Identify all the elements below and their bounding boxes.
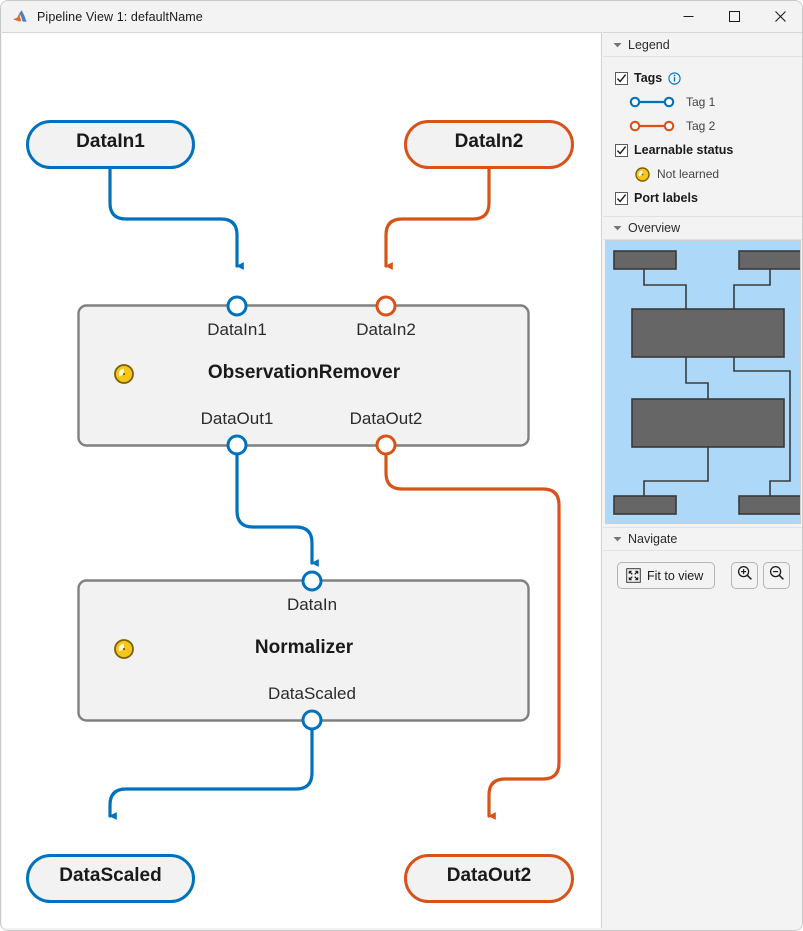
- overview-graph: [613, 250, 800, 515]
- node-dataout2-output[interactable]: [404, 854, 574, 903]
- info-icon[interactable]: [668, 71, 681, 85]
- tag2-label: Tag 2: [686, 119, 716, 133]
- chevron-down-icon[interactable]: [611, 222, 624, 235]
- legend-tag1-row: Tag 1: [615, 90, 802, 114]
- maximize-button[interactable]: [711, 1, 757, 32]
- tag2-line-icon: [629, 120, 675, 132]
- not-learned-label: Not learned: [657, 167, 720, 181]
- learnable-status-label: Learnable status: [634, 143, 734, 157]
- zoom-out-button[interactable]: [763, 562, 791, 589]
- port-labels-checkbox[interactable]: [615, 191, 628, 205]
- edge-datascaled-to-output[interactable]: [108, 726, 314, 820]
- side-panel: Legend Tags: [603, 32, 802, 930]
- port-normalizer-datascaled[interactable]: [301, 709, 323, 731]
- navigate-section-header[interactable]: Navigate: [603, 527, 802, 551]
- chevron-down-icon[interactable]: [611, 38, 624, 51]
- clock-icon: [114, 364, 134, 384]
- tag1-label: Tag 1: [686, 95, 716, 109]
- node-datascaled-output[interactable]: [26, 854, 195, 903]
- window-title: Pipeline View 1: defaultName: [37, 9, 203, 24]
- matlab-icon: [12, 9, 28, 25]
- port-observationremover-dataout2[interactable]: [375, 434, 397, 456]
- edge-datain2-to-observationremover[interactable]: [384, 137, 491, 270]
- fit-to-view-label: Fit to view: [647, 568, 704, 583]
- tags-label: Tags: [634, 71, 663, 85]
- fit-to-view-button[interactable]: Fit to view: [617, 562, 716, 589]
- edge-datain1-to-observationremover[interactable]: [108, 137, 244, 270]
- learnable-status-checkbox[interactable]: [615, 143, 628, 157]
- node-datain1[interactable]: [26, 120, 195, 169]
- zoom-in-button[interactable]: [731, 562, 759, 589]
- pipeline-canvas[interactable]: DataIn1 DataIn2 DataIn1 DataIn2 Observat…: [2, 32, 602, 930]
- node-datain2[interactable]: [404, 120, 574, 169]
- overview-section-title: Overview: [628, 221, 681, 235]
- bottom-strip: [1, 928, 802, 930]
- navigate-section-title: Navigate: [628, 532, 678, 546]
- tags-checkbox[interactable]: [615, 71, 628, 85]
- port-observationremover-datain2[interactable]: [375, 295, 397, 317]
- legend-not-learned-row: Not learned: [615, 162, 802, 186]
- zoom-out-icon: [769, 565, 785, 586]
- chevron-down-icon[interactable]: [611, 533, 624, 546]
- overview-thumbnail[interactable]: [605, 240, 801, 524]
- clock-icon: [114, 639, 134, 659]
- overview-section-header[interactable]: Overview: [603, 216, 802, 240]
- block-normalizer[interactable]: [77, 579, 530, 722]
- edge-dataout1-to-normalizer[interactable]: [235, 451, 319, 567]
- navigate-body: Fit to view: [603, 551, 802, 589]
- minimize-button[interactable]: [665, 1, 711, 32]
- block-observationremover[interactable]: [77, 304, 530, 447]
- legend-body: Tags Tag 1: [603, 57, 802, 216]
- legend-port-labels-row[interactable]: Port labels: [615, 186, 802, 210]
- port-normalizer-datain[interactable]: [301, 570, 323, 592]
- title-bar: Pipeline View 1: defaultName: [1, 1, 802, 32]
- port-labels-label: Port labels: [634, 191, 698, 205]
- edge-dataout2-to-output[interactable]: [384, 451, 561, 820]
- zoom-in-icon: [737, 565, 753, 586]
- legend-tags-row[interactable]: Tags: [615, 66, 802, 90]
- window-controls: [665, 1, 802, 32]
- legend-learnable-status-row[interactable]: Learnable status: [615, 138, 802, 162]
- tag1-line-icon: [629, 96, 675, 108]
- legend-section-header[interactable]: Legend: [603, 33, 802, 57]
- fit-to-view-icon: [626, 568, 641, 583]
- legend-section-title: Legend: [628, 37, 670, 52]
- port-observationremover-datain1[interactable]: [226, 295, 248, 317]
- legend-tag2-row: Tag 2: [615, 114, 802, 138]
- pipeline-graph: [26, 120, 574, 903]
- close-button[interactable]: [757, 1, 802, 32]
- port-observationremover-dataout1[interactable]: [226, 434, 248, 456]
- clock-icon: [635, 166, 650, 182]
